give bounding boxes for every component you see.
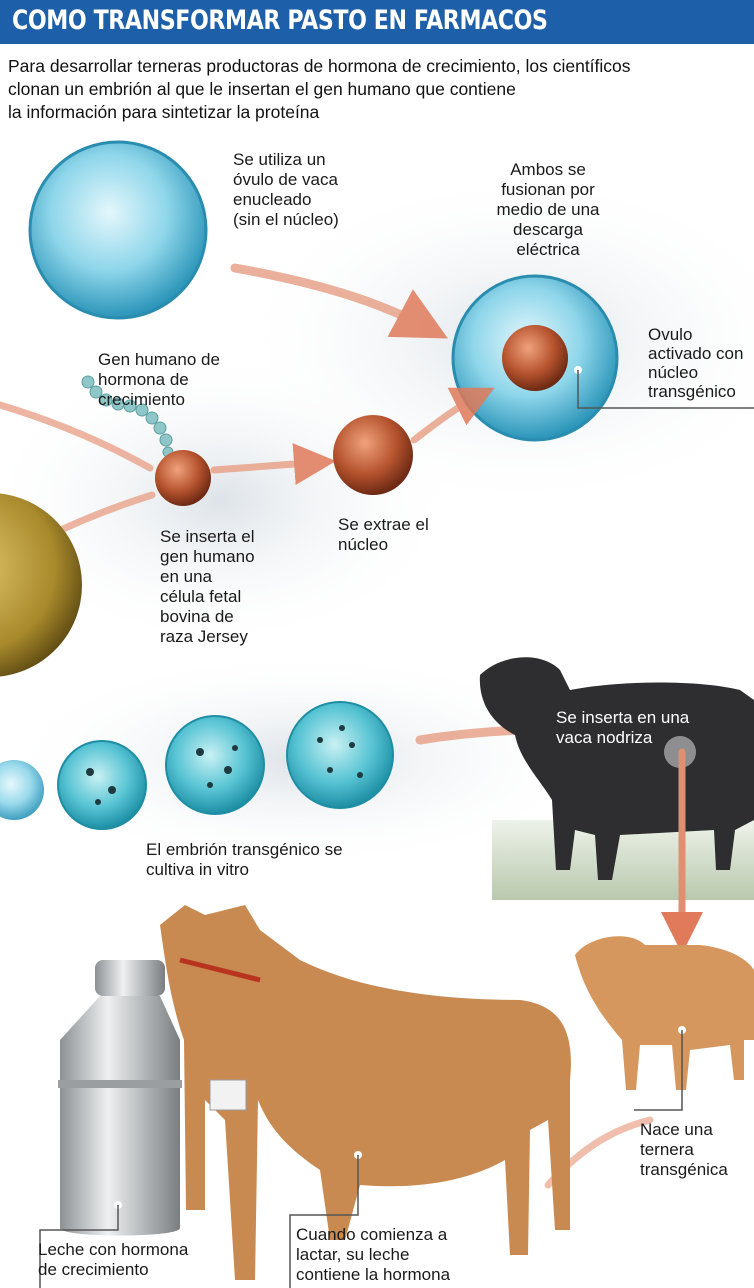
extracted-nucleus [333, 415, 413, 495]
label-gen: Gen humano de hormona de crecimiento [98, 350, 220, 410]
label-embrion: El embrión transgénico se cultiva in vit… [146, 840, 343, 880]
label-ternera: Nace una ternera transgénica [640, 1120, 728, 1180]
label-ovulo: Se utiliza un óvulo de vaca enucleado (s… [233, 150, 339, 230]
calf [575, 936, 754, 1090]
ovum-cell [30, 142, 206, 318]
label-extrae: Se extrae el núcleo [338, 515, 429, 555]
label-activado: Ovulo activado con núcleo transgénico [648, 325, 754, 401]
activated-ovum [453, 276, 617, 440]
milk-can [58, 960, 182, 1236]
label-lactar: Cuando comienza a lactar, su leche conti… [296, 1225, 450, 1285]
label-fusion: Ambos se fusionan por medio de una desca… [488, 160, 608, 260]
label-nodriza: Se inserta en una vaca nodriza [556, 708, 689, 748]
jersey-cow [160, 905, 571, 1280]
label-inserta: Se inserta el gen humano en una célula f… [160, 527, 255, 647]
label-leche: Leche con hormona de crecimiento [38, 1240, 188, 1280]
fetal-cell [155, 450, 211, 506]
